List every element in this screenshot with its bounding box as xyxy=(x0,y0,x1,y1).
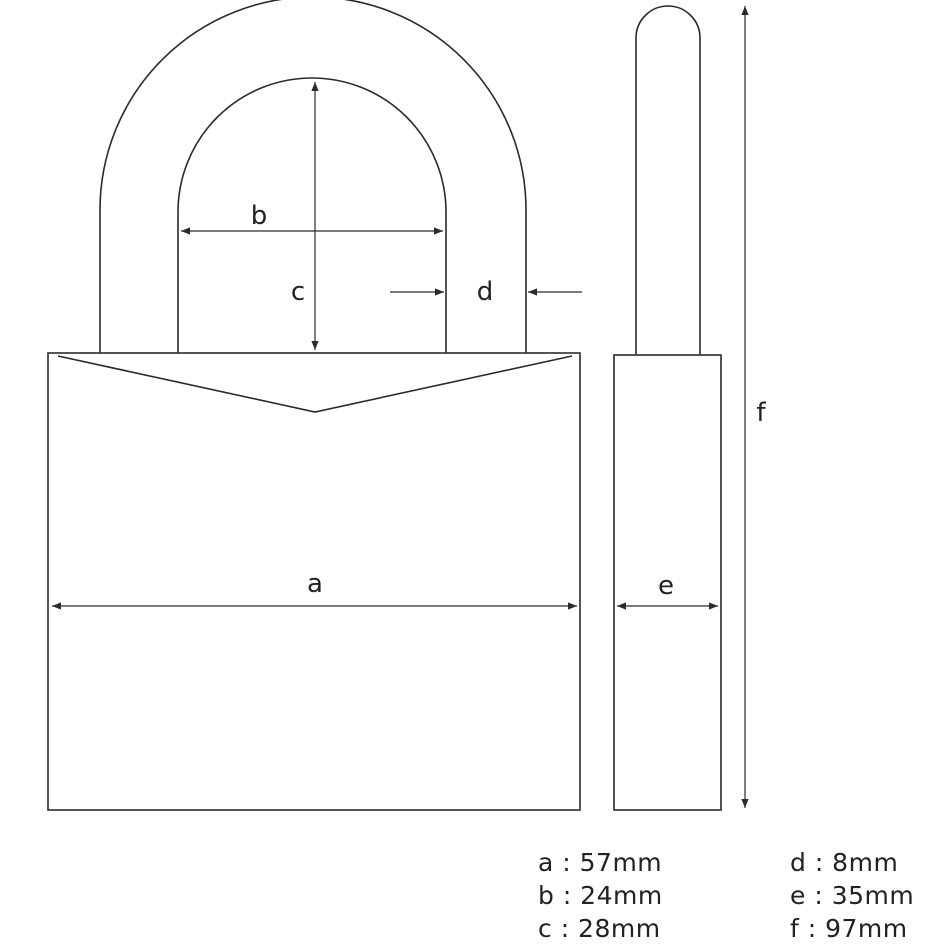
label-c: c xyxy=(291,277,305,307)
legend-item-f: f : 97mm xyxy=(790,914,908,943)
side-body-rect xyxy=(613,354,722,811)
side-view xyxy=(613,5,722,811)
legend-right-column: d : 8mm e : 35mm f : 97mm xyxy=(790,846,914,945)
label-b: b xyxy=(251,201,268,231)
front-shackle xyxy=(99,0,527,353)
legend-item-b: b : 24mm xyxy=(538,881,663,910)
front-body-chamfer xyxy=(57,355,573,413)
legend-left-column: a : 57mm b : 24mm c : 28mm xyxy=(538,846,663,945)
legend-item-c: c : 28mm xyxy=(538,914,661,943)
legend-item-d: d : 8mm xyxy=(790,848,899,877)
label-f: f xyxy=(756,398,766,428)
front-body xyxy=(47,352,581,811)
legend-item-a: a : 57mm xyxy=(538,848,663,877)
legend-item-e: e : 35mm xyxy=(790,881,915,910)
front-body-rect xyxy=(47,352,581,811)
shackle-outer-arc xyxy=(99,0,527,353)
side-shackle xyxy=(635,5,701,355)
shackle-inner-arc xyxy=(177,77,447,353)
label-e: e xyxy=(658,571,674,601)
label-a: a xyxy=(307,569,323,599)
label-d: d xyxy=(477,277,494,307)
